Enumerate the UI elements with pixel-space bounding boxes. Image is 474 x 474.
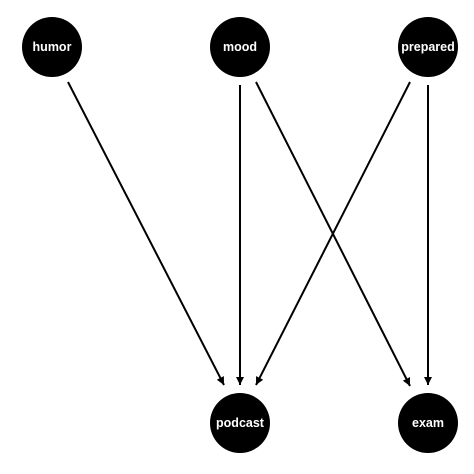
node-circle-podcast: [210, 393, 270, 453]
node-circle-prepared: [398, 17, 458, 77]
node-mood: mood: [210, 17, 270, 77]
node-exam: exam: [398, 393, 458, 453]
nodes-layer: humor mood prepared podcast exam: [22, 17, 458, 453]
node-circle-exam: [398, 393, 458, 453]
node-podcast: podcast: [210, 393, 270, 453]
node-circle-humor: [22, 17, 82, 77]
node-label-prepared: prepared: [401, 40, 455, 54]
node-circle-mood: [210, 17, 270, 77]
edge-prepared-to-podcast: [255, 81, 411, 386]
edge-humor-to-podcast: [67, 81, 225, 386]
node-label-exam: exam: [412, 416, 444, 430]
node-label-humor: humor: [33, 40, 72, 54]
node-label-mood: mood: [223, 40, 257, 54]
edges-layer: [67, 81, 432, 387]
node-prepared: prepared: [398, 17, 458, 77]
node-label-podcast: podcast: [216, 416, 265, 430]
node-humor: humor: [22, 17, 82, 77]
